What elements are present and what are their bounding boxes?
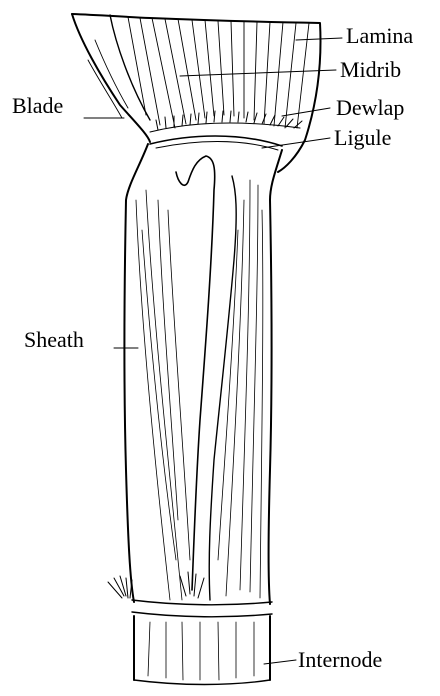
- leaf-sheath: [125, 144, 283, 604]
- dewlap-label: Dewlap: [336, 96, 404, 120]
- lamina-label: Lamina: [346, 24, 413, 48]
- leaf-blade: [72, 14, 320, 172]
- internode: [134, 616, 270, 685]
- sheath-label: Sheath: [24, 328, 84, 352]
- ligule-label: Ligule: [334, 126, 391, 150]
- leader-lines: [84, 38, 342, 664]
- blade-label: Blade: [12, 94, 63, 118]
- internode-label: Internode: [298, 648, 382, 672]
- midrib-label: Midrib: [340, 58, 401, 82]
- dewlap-fringe: [150, 111, 302, 132]
